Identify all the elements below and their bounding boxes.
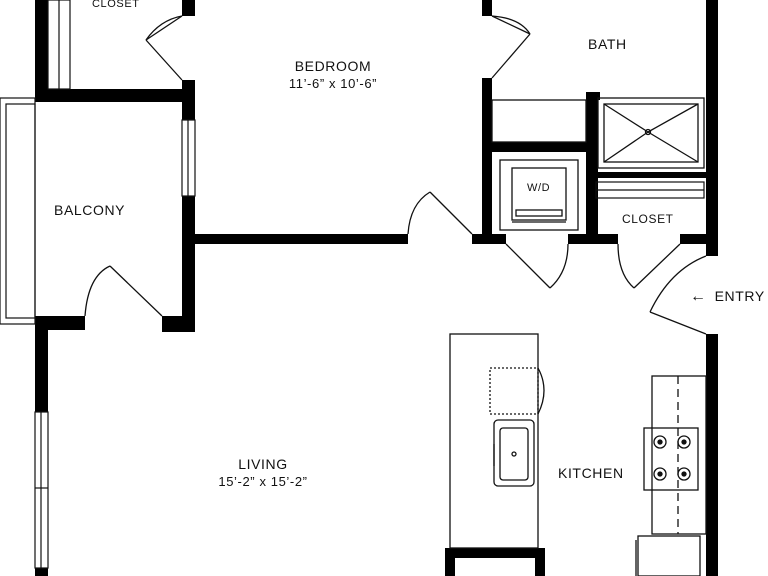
wall-closet-right: [182, 0, 195, 16]
bedroom-name: BEDROOM: [294, 58, 372, 74]
closet-right-label: CLOSET: [622, 212, 674, 226]
bath-label: BATH: [588, 36, 627, 52]
arrow-left-icon: ←: [690, 287, 707, 305]
wall-closet-bottom-right: [680, 234, 718, 244]
burner-core-1: [657, 439, 663, 445]
dishwasher: [489, 367, 539, 415]
door-entry-leaf: [649, 311, 707, 335]
washer-dryer-label: W/D: [527, 182, 551, 194]
door-closet-right-swing: [617, 243, 635, 289]
kitchen-sink-inner: [499, 427, 529, 481]
door-balcony-swing: [84, 265, 111, 317]
shower-diag-1: [603, 103, 649, 133]
door-closet-leaf-top: [145, 15, 183, 41]
door-laundry-leaf: [505, 243, 551, 289]
washer-dryer-panel: [515, 209, 563, 217]
door-bedroom-swing: [407, 191, 431, 235]
closet-top-label: CLOSET: [92, 0, 140, 10]
balcony-railing: [0, 97, 36, 325]
wall-closet-bottom: [35, 89, 195, 102]
door-balcony-leaf: [109, 265, 163, 317]
shower-drain-icon: [644, 128, 652, 136]
balcony-railing-inner: [5, 103, 36, 319]
laundry: [499, 159, 579, 231]
wall-right-upper: [706, 0, 718, 256]
door-closet-swing: [145, 15, 183, 41]
door-closet-right-leaf: [633, 243, 681, 289]
refrigerator: [637, 535, 701, 576]
doors: [84, 15, 707, 335]
washer-dryer-unit: [511, 167, 567, 221]
wall-closet-shelf: [598, 172, 706, 178]
wall-bedroom-right-top: [482, 0, 492, 16]
island-counter: [449, 333, 539, 549]
wall-island-bottom: [445, 548, 545, 558]
door-bath-leaf-bottom: [491, 33, 531, 79]
wall-bedroom-right: [482, 78, 492, 244]
closet-right-shelf: [595, 181, 705, 199]
shower-diag-2: [647, 103, 699, 133]
living-dimensions: 15’-2” x 15’-2”: [218, 473, 308, 489]
counter-right: [651, 375, 707, 535]
door-closet-leaf-bottom: [145, 39, 183, 81]
bedroom-label: BEDROOM 11’-6” x 10’-6”: [268, 58, 398, 92]
wall-balcony-right-top: [182, 98, 195, 120]
bedroom-dimensions: 11’-6” x 10’-6”: [288, 75, 378, 91]
burner-core-3: [657, 471, 663, 477]
wall-left-lower: [35, 316, 48, 412]
range: [643, 427, 699, 491]
wall-balcony-right-mid: [182, 196, 195, 332]
entry-label: ← ENTRY: [690, 288, 765, 306]
kitchen-label: KITCHEN: [558, 465, 624, 481]
washer-dryer-cabinet: [499, 159, 579, 231]
burner-core-2: [681, 439, 687, 445]
burner-icon-3: [653, 467, 667, 481]
shower: [597, 97, 705, 169]
sink-drain-icon: [511, 451, 517, 457]
burner-core-4: [681, 471, 687, 477]
wall-left-bottom: [35, 568, 48, 576]
wall-island-right-post: [535, 548, 545, 576]
burner-icon-2: [677, 435, 691, 449]
shower-inner: [603, 103, 699, 163]
wall-bedroom-living: [193, 234, 408, 244]
wall-right-lower: [706, 334, 718, 576]
wall-laundry-top: [492, 142, 588, 152]
wall-bath-top-stub: [586, 92, 600, 100]
burner-icon-4: [677, 467, 691, 481]
shower-diag-3: [603, 131, 649, 163]
wall-left-upper: [35, 0, 48, 98]
door-bath-leaf-top: [491, 15, 531, 35]
wall-island-left-post: [445, 548, 455, 576]
shower-diag-4: [647, 131, 699, 163]
bath-vanity: [491, 99, 587, 143]
wall-laundry-bottom-right: [568, 234, 618, 244]
kitchen-island: [449, 333, 545, 549]
door-laundry-swing: [549, 243, 569, 289]
balcony-label: BALCONY: [54, 202, 126, 218]
walls: [35, 0, 718, 576]
kitchen-counter: [635, 375, 707, 576]
burner-icon-1: [653, 435, 667, 449]
entry-text: ENTRY: [714, 288, 765, 304]
bath-fixtures: [491, 97, 705, 169]
wall-bath-vertical: [586, 92, 598, 242]
living-label: LIVING 15’-2” x 15’-2”: [198, 456, 328, 490]
door-bath-swing: [491, 15, 531, 35]
wall-balcony-bottom-right: [162, 316, 195, 332]
door-bedroom-leaf: [429, 191, 473, 235]
door-entry-swing: [649, 255, 707, 313]
windows: [0, 0, 196, 569]
living-name: LIVING: [238, 456, 288, 472]
dishwasher-swing: [537, 367, 545, 415]
